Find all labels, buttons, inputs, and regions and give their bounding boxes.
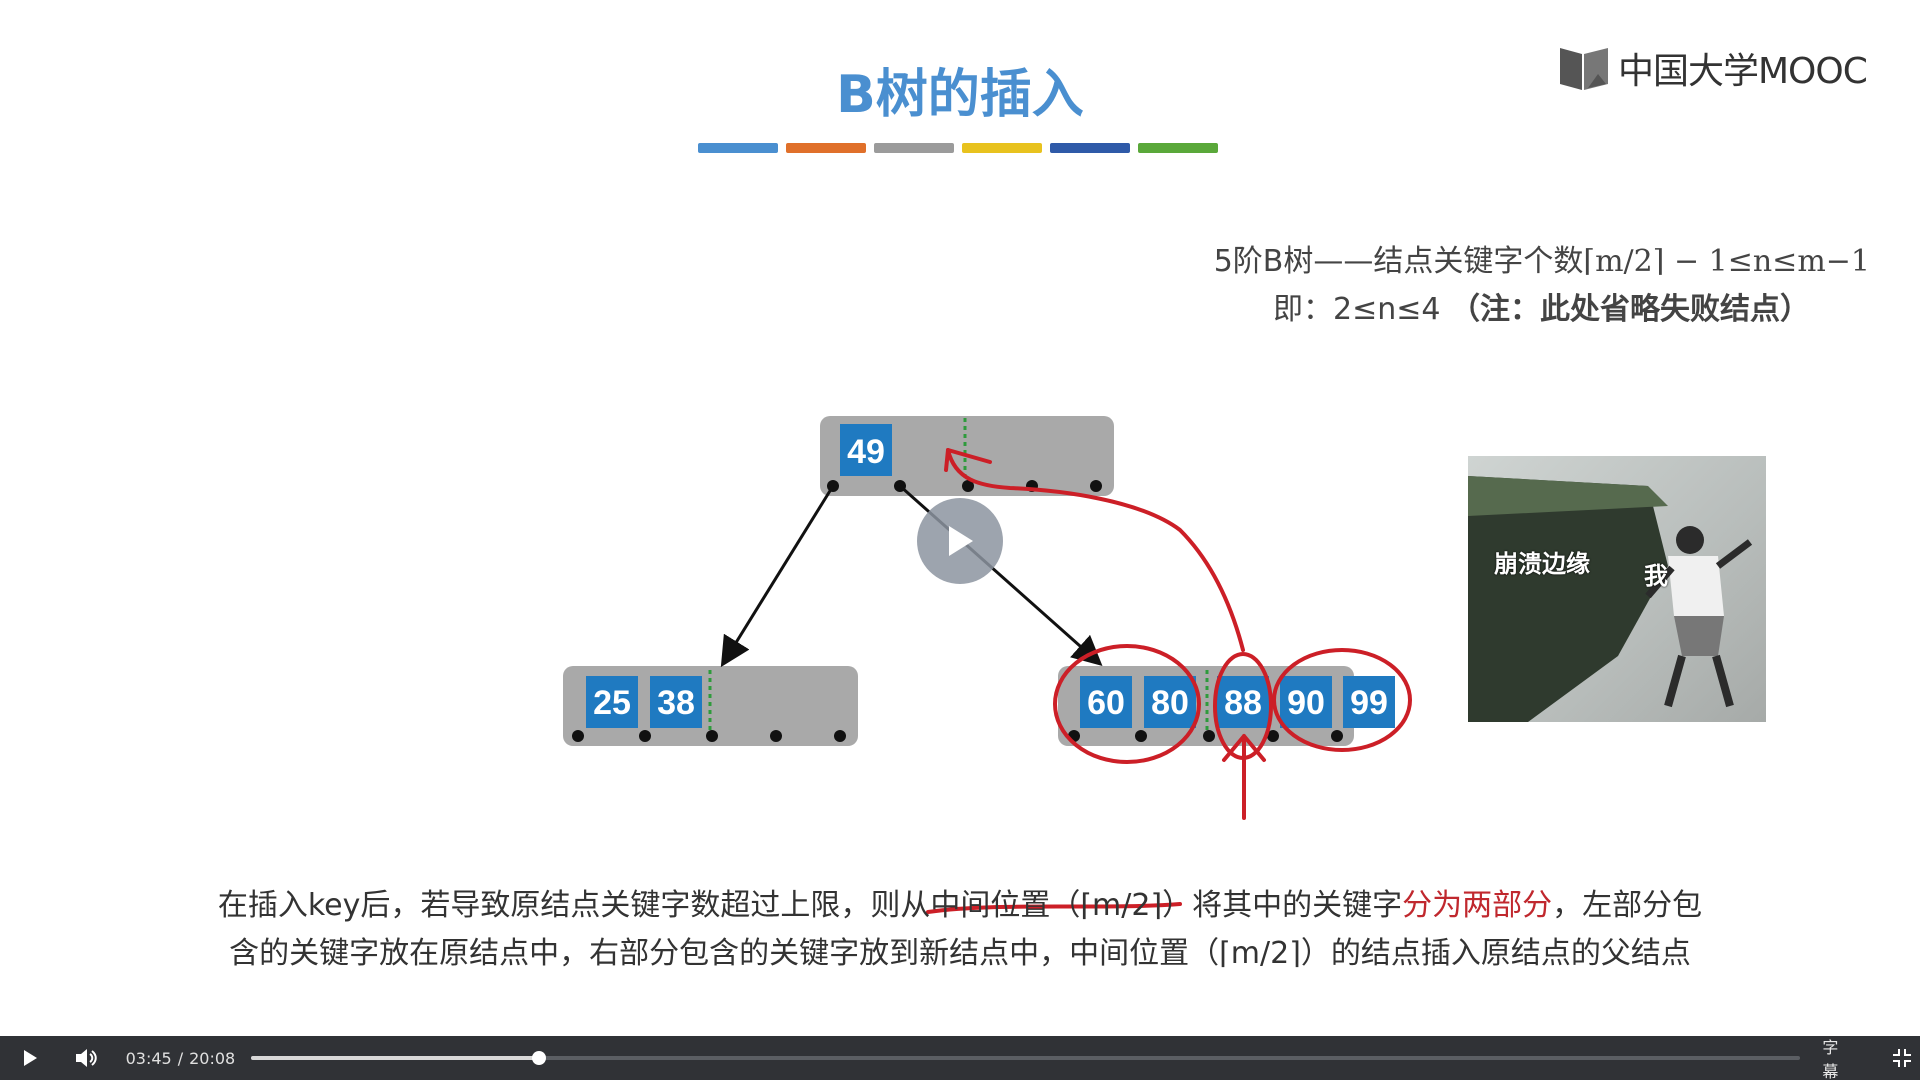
- left-key-box-1: [586, 676, 638, 728]
- caption-1-part-2: 中间位置（⌈m/2⌉）: [930, 888, 1193, 923]
- fullscreen-exit-button[interactable]: [1884, 1040, 1920, 1076]
- left-key-box-2: [650, 676, 702, 728]
- circle-left-group: [1053, 644, 1201, 764]
- caption-1-part-1: 在插入key后，若导致原结点关键字数超过上限，则从: [217, 888, 931, 923]
- edge-root-to-left: [720, 485, 835, 668]
- meme-image: 崩溃边缘 我: [1468, 456, 1766, 722]
- right-key-label-3: 88: [1224, 684, 1262, 722]
- title-color-bars: [698, 143, 1218, 153]
- rule-line-2: 即：2≤n≤4 （注：此处省略失败结点）: [1273, 284, 1810, 328]
- root-key-box: [840, 424, 892, 476]
- current-time: 03:45: [125, 1048, 172, 1068]
- caption-underline: [926, 902, 1182, 914]
- caption-1-part-4: 分为两部分: [1402, 888, 1553, 923]
- btree-diagram: 49 25 38 60 80 88 90 99: [563, 416, 1412, 914]
- progress-knob[interactable]: [532, 1051, 547, 1065]
- progress-bar[interactable]: [251, 1051, 1801, 1065]
- title-bar-6: [1138, 143, 1218, 153]
- play-icon: [23, 1050, 37, 1066]
- title-bar-2: [786, 143, 866, 153]
- right-key-box-3: [1217, 676, 1269, 728]
- circle-right-group: [1272, 648, 1412, 752]
- right-key-box-2: [1144, 676, 1196, 728]
- play-button[interactable]: [12, 1040, 48, 1076]
- right-key-label-2: 80: [1151, 684, 1189, 722]
- caption-line-2: 含的关键字放在原结点中，右部分包含的关键字放到新结点中，中间位置（⌈m/2⌉）的…: [229, 936, 1691, 971]
- center-play-button[interactable]: [917, 498, 1003, 584]
- rule-line-2-note: （注：此处省略失败结点）: [1450, 292, 1810, 327]
- left-key-label-1: 25: [593, 684, 631, 722]
- left-key-label-2: 38: [657, 684, 695, 722]
- mooc-book-icon: [1560, 48, 1608, 90]
- caption-1-part-3: 将其中的关键字: [1192, 888, 1403, 923]
- red-annotations: [926, 448, 1412, 914]
- right-key-label-1: 60: [1087, 684, 1125, 722]
- mooc-logo: 中国大学MOOC: [1558, 40, 1868, 96]
- volume-button[interactable]: [68, 1040, 104, 1076]
- right-key-box-1: [1080, 676, 1132, 728]
- right-key-label-5: 99: [1350, 684, 1388, 722]
- rule-line-1-prefix: 5阶B树——结点关键字个数: [1213, 244, 1584, 279]
- right-key-box-4: [1280, 676, 1332, 728]
- time-display: 03:45/20:08: [126, 1049, 236, 1068]
- subtitles-button[interactable]: 字幕: [1822, 1038, 1839, 1080]
- progress-fill: [251, 1056, 540, 1060]
- play-icon: [949, 526, 973, 556]
- total-time: 20:08: [189, 1048, 236, 1068]
- rule-line-2-prefix: 即：2≤n≤4: [1272, 292, 1441, 327]
- title-bar-5: [1050, 143, 1130, 153]
- arrow-up-to-root: [946, 448, 1245, 652]
- title-bar-3: [874, 143, 954, 153]
- volume-icon: [75, 1049, 97, 1067]
- meme-label-edge: 崩溃边缘: [1494, 550, 1590, 578]
- root-key-label: 49: [847, 433, 885, 471]
- time-separator: /: [177, 1048, 184, 1068]
- pointer-dots: [572, 480, 1343, 742]
- caption-1-part-5: ，左部分包: [1552, 888, 1703, 923]
- meme-label-me: 我: [1644, 562, 1668, 590]
- title-bar-1: [698, 143, 778, 153]
- title-bar-4: [962, 143, 1042, 153]
- lecture-slide[interactable]: B树的插入 中国大学MOOC 5阶B树——结点关键字个数⌈m/2⌉ − 1≤n≤…: [0, 0, 1920, 1036]
- caption-line-1: 在插入key后，若导致原结点关键字数超过上限，则从中间位置（⌈m/2⌉）将其中的…: [0, 880, 1920, 924]
- meme-drawing: [1468, 476, 1753, 722]
- rule-line-1-formula: ⌈m/2⌉ − 1≤n≤m−1: [1583, 244, 1870, 279]
- logo-text: 中国大学MOOC: [1618, 51, 1868, 92]
- right-key-box-5: [1343, 676, 1395, 728]
- exit-fullscreen-icon: [1893, 1049, 1912, 1067]
- right-key-label-4: 90: [1287, 684, 1325, 722]
- arrow-from-below: [1222, 734, 1266, 820]
- slide-title: B树的插入: [836, 65, 1084, 125]
- rule-line-1: 5阶B树——结点关键字个数⌈m/2⌉ − 1≤n≤m−1: [1214, 236, 1870, 280]
- player-control-bar: 03:45/20:08 字幕: [0, 1036, 1920, 1080]
